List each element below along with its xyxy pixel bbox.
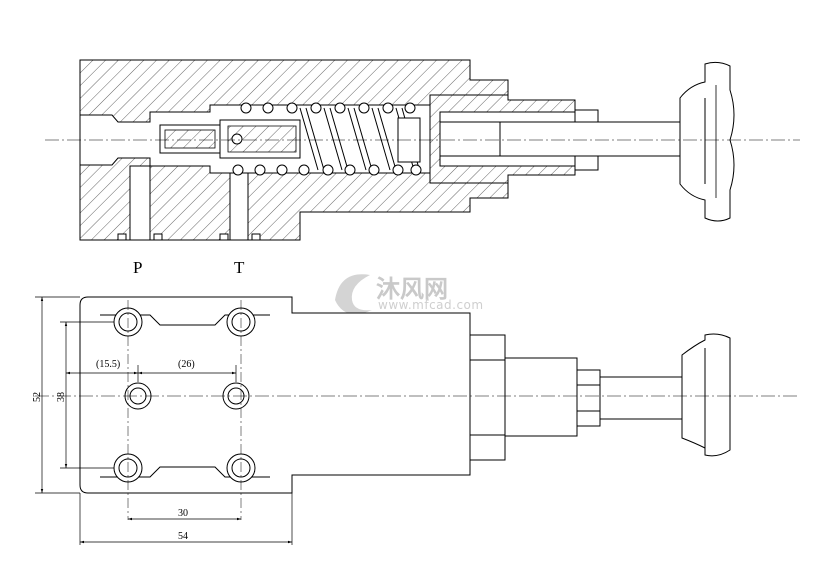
port-seals [117,233,261,241]
port-label-p: P [133,258,142,277]
mounting-plate [79,296,471,494]
dim-offset-left: (15.5) [96,359,120,370]
plan-lock-nut [576,369,601,427]
handwheel [679,61,735,222]
watermark: 沐风网 www.mfcad.com [335,274,484,315]
watermark-logo-icon [335,274,372,315]
plan-handwheel [681,333,731,457]
hex-body [469,334,506,461]
dimensions [35,296,293,545]
dim-hole-spacing: 30 [178,508,188,519]
section-view: P T [45,59,800,277]
spring-coil-sections [232,102,422,176]
watermark-url: www.mfcad.com [378,298,484,312]
port-label-t: T [234,258,245,277]
adjustment-stem [439,121,681,157]
pressure-channel [129,165,151,241]
dim-width-total: 54 [178,531,188,542]
threaded-neck [504,357,578,437]
dim-offset-mid: (26) [178,359,195,370]
dim-height-inner: 38 [56,392,67,402]
plan-view [35,296,800,520]
plan-stem [599,376,683,420]
dim-height-outer: 52 [32,392,43,402]
watermark-text: 沐风网 [376,275,448,303]
tank-channel [229,172,249,241]
spring [299,107,419,171]
